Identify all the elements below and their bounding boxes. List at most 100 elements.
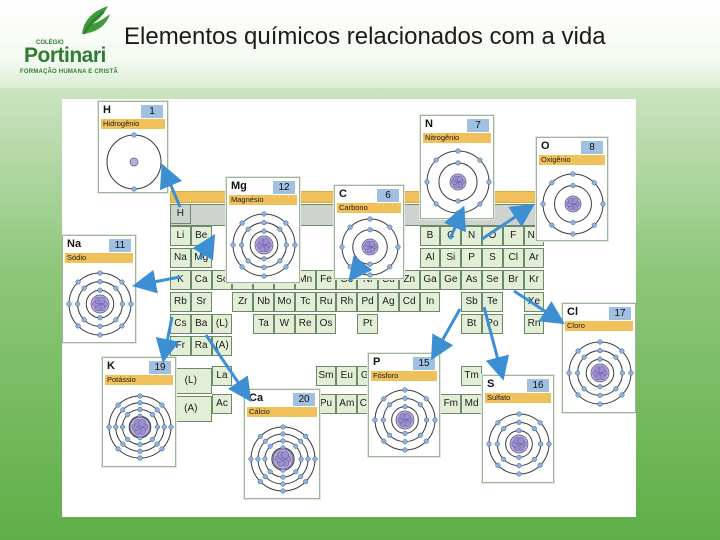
element-cell: F (502, 226, 524, 246)
element-cell: Ge (440, 270, 462, 290)
element-cell: Nb (253, 292, 274, 312)
element-cell: Se (482, 270, 503, 290)
card-symbol: K (107, 360, 115, 372)
element-cell: O (482, 226, 503, 246)
card-element-name: Cálcio (247, 407, 317, 417)
card-atomic-number: 8 (581, 141, 603, 154)
element-cell: Pt (357, 314, 378, 334)
element-cell: Xe (523, 292, 545, 312)
bohr-atom-icon (248, 424, 318, 494)
card-element-name: Hidrogênio (101, 119, 165, 129)
bohr-atom-icon (424, 148, 492, 216)
element-cell: Zr (232, 292, 254, 312)
card-element-name: Sulfato (485, 393, 551, 403)
bohr-atom-icon (339, 216, 401, 278)
element-cell: Fm (440, 394, 462, 414)
element-cell: P (461, 248, 482, 268)
element-cell: (L) (211, 314, 233, 334)
card-atomic-number: 11 (109, 239, 131, 252)
element-cell: Cd (398, 292, 420, 312)
card-element-name: Fósforo (371, 371, 437, 381)
card-element-name: Potássio (105, 375, 173, 385)
element-cell: Fe (315, 270, 337, 290)
element-cell: Si (440, 248, 462, 268)
element-cell: Ru (315, 292, 337, 312)
card-atomic-number: 19 (149, 361, 171, 374)
element-cell: N (461, 226, 482, 246)
element-cell: Te (482, 292, 503, 312)
element-cell: K (170, 270, 191, 290)
element-cell: Al (419, 248, 441, 268)
card-atomic-number: 6 (377, 189, 399, 202)
card-element-name: Carbono (337, 203, 401, 213)
element-cell: Pu (315, 394, 337, 414)
card-symbol: N (425, 118, 433, 130)
element-cell: Mg (190, 248, 212, 268)
bohr-atom-icon (106, 132, 162, 192)
element-cell: S (482, 248, 503, 268)
card-element-name: Cloro (565, 321, 633, 331)
bohr-atom-icon (540, 171, 606, 237)
card-symbol: P (373, 356, 381, 368)
element-cell: Po (482, 314, 503, 334)
element-cell: Sb (461, 292, 482, 312)
card-atomic-number: 15 (413, 357, 435, 370)
element-cell: Kr (523, 270, 545, 290)
bohr-atom-icon (66, 270, 134, 338)
element-cell: Li (170, 226, 191, 246)
element-cell: Sr (190, 292, 212, 312)
element-cell: Rn (523, 314, 545, 334)
element-cell: Ca (190, 270, 212, 290)
card-element-name: Nitrogênio (423, 133, 491, 143)
bohr-atom-icon (372, 387, 438, 453)
card-symbol: H (103, 104, 111, 116)
slide-header: COLÉGIO Portinari FORMAÇÃO HUMANA E CRIS… (0, 0, 720, 88)
element-cell: (A) (211, 336, 233, 356)
card-atomic-number: 12 (273, 181, 295, 194)
element-cell: As (461, 270, 482, 290)
element-cell: Ba (190, 314, 212, 334)
element-cell: Am (336, 394, 358, 414)
card-symbol: Mg (231, 180, 247, 192)
bohr-atom-icon (106, 393, 174, 461)
element-cell: Bt (461, 314, 482, 334)
bohr-atom-icon (566, 339, 634, 407)
logo-tagline: FORMAÇÃO HUMANA E CRISTÃ (20, 69, 118, 75)
pointer-arrow (431, 308, 462, 361)
card-element-name: Sódio (65, 253, 133, 263)
element-cell: Br (502, 270, 524, 290)
element-cell: Tc (294, 292, 316, 312)
series-label-actinides: (A) (170, 396, 212, 422)
series-label-lanthanides: (L) (170, 368, 212, 394)
element-cell: Ta (253, 314, 274, 334)
element-cell: W (274, 314, 295, 334)
card-symbol: Na (67, 238, 82, 250)
periodic-table-figure: HLiBeBCNOFNeNaMgAlSiPSClArKCaScTiVCrMnFe… (62, 99, 636, 517)
card-atomic-number: 16 (527, 379, 549, 392)
school-logo: COLÉGIO Portinari FORMAÇÃO HUMANA E CRIS… (20, 4, 120, 80)
element-cell: Os (315, 314, 337, 334)
element-cell: La (211, 366, 233, 386)
card-symbol: Cl (567, 306, 578, 318)
element-cell: Ac (211, 394, 233, 414)
element-cell: Re (294, 314, 316, 334)
element-cell: B (419, 226, 441, 246)
element-cell: Tm (461, 366, 482, 386)
element-cell: Mo (274, 292, 295, 312)
card-element-name: Magnésio (229, 195, 297, 205)
bohr-atom-icon (486, 411, 552, 477)
logo-name: Portinari (24, 44, 106, 67)
bohr-atom-icon (230, 211, 298, 279)
element-cell: Pd (357, 292, 378, 312)
element-cell: In (419, 292, 441, 312)
